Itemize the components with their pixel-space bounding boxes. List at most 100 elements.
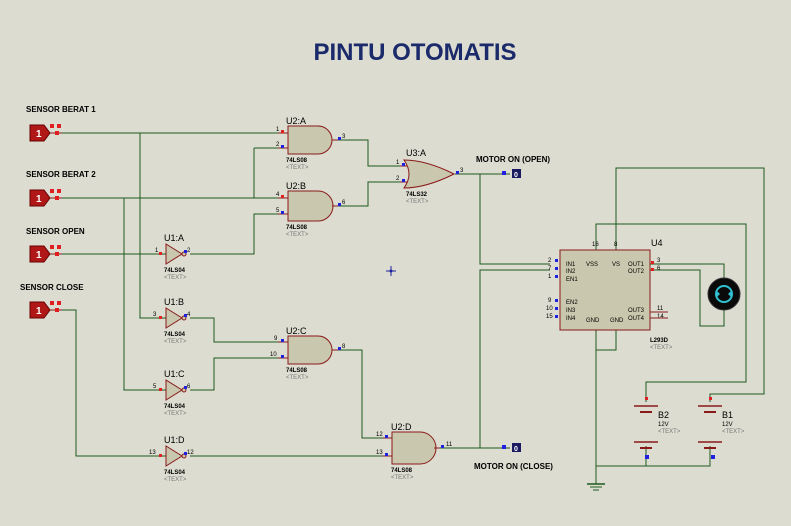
pin-label: OUT4 [628,316,645,322]
text-placeholder: <TEXT> [406,199,429,205]
gate-name: U1:D [164,435,185,445]
output-motor-close[interactable]: MOTOR ON (CLOSE) 0 [474,443,553,471]
pin-number: 1 [396,160,400,166]
gate-u2d[interactable]: U2:D 12 13 11 74LS08 <TEXT> [376,422,453,481]
pin-number: 12 [376,432,383,438]
pin-number: 3 [153,312,157,318]
pin-number: 7 [548,266,552,272]
input-sensor-berat-1[interactable]: SENSOR BERAT 1 1 [26,105,96,142]
input-sensor-close[interactable]: SENSOR CLOSE 1 [20,283,84,319]
gate-name: U1:A [164,233,184,243]
gate-u1b[interactable]: U1:B 3 4 74LS04 <TEXT> [153,297,191,345]
pin-number: 16 [592,242,599,248]
pin-number: 6 [657,266,661,272]
input-label: SENSOR BERAT 1 [26,105,96,114]
text-placeholder: <TEXT> [391,475,414,481]
pin-number: 3 [342,134,346,140]
pin-number: 1 [276,127,280,133]
pin-number: 14 [657,314,664,320]
gate-u3a[interactable]: U3:A 1 2 3 74LS32 <TEXT> [396,148,464,205]
part-number: 74LS08 [286,158,308,164]
part-number: 74LS08 [391,468,413,474]
pin-number: 9 [548,298,552,304]
driver-u4[interactable]: U4 16 8 IN1 IN2 EN1 EN2 IN3 IN4 2 7 1 9 … [546,238,673,351]
pin-number: 5 [153,384,157,390]
wires [62,132,765,484]
dc-motor[interactable] [707,277,741,311]
part-number: 74LS08 [286,368,308,374]
gate-name: U2:C [286,326,307,336]
output-value: 0 [514,446,518,453]
pin-label: GND [586,318,600,324]
input-value: 1 [36,250,42,261]
gate-u1a[interactable]: U1:A 1 2 74LS04 <TEXT> [155,233,191,281]
gate-u1c[interactable]: U1:C 5 6 74LS04 <TEXT> [153,369,191,417]
input-sensor-berat-2[interactable]: SENSOR BERAT 2 1 [26,170,96,207]
output-label: MOTOR ON (OPEN) [476,155,550,164]
input-sensor-open[interactable]: SENSOR OPEN 1 [26,227,85,263]
gate-u2b[interactable]: U2:B 4 5 6 74LS08 <TEXT> [276,181,346,238]
pin-label: IN1 [566,262,576,268]
part-number: 74LS04 [164,470,186,476]
battery-voltage: 12V [722,422,733,428]
gate-u1d[interactable]: U1:D 13 12 74LS04 <TEXT> [149,435,194,483]
pin-number: 11 [657,306,664,312]
ground-symbol [587,483,605,491]
input-value: 1 [36,306,42,317]
text-placeholder: <TEXT> [286,165,309,171]
gate-u2c[interactable]: U2:C 9 10 8 74LS08 <TEXT> [270,326,346,381]
gate-name: U2:A [286,116,306,126]
battery-b1[interactable]: B1 12V <TEXT> [698,397,745,459]
pin-label: OUT1 [628,262,645,268]
part-number: 74LS08 [286,225,308,231]
input-label: SENSOR CLOSE [20,283,84,292]
pin-number: 11 [446,442,453,448]
output-motor-open[interactable]: MOTOR ON (OPEN) 0 [476,155,550,179]
pin-number: 2 [187,248,191,254]
pin-number: 1 [155,248,159,254]
text-placeholder: <TEXT> [286,232,309,238]
pin-number: 5 [276,208,280,214]
pin-label: VS [612,262,620,268]
part-number: 74LS04 [164,404,186,410]
pin-number: 4 [276,192,280,198]
pin-number: 13 [376,450,383,456]
origin-marker-icon [386,266,396,276]
output-label: MOTOR ON (CLOSE) [474,462,553,471]
pin-number: 8 [614,242,618,248]
pin-label: OUT3 [628,308,645,314]
battery-name: B2 [658,410,669,420]
part-number: 74LS32 [406,192,428,198]
part-number: 74LS04 [164,332,186,338]
pin-number: 3 [460,168,464,174]
text-placeholder: <TEXT> [164,339,187,345]
text-placeholder: <TEXT> [722,429,745,435]
part-number: 74LS04 [164,268,186,274]
page-title: PINTU OTOMATIS [313,39,516,66]
text-placeholder: <TEXT> [164,411,187,417]
pin-number: 10 [270,352,277,358]
battery-b2[interactable]: B2 12V <TEXT> [634,397,681,459]
text-placeholder: <TEXT> [164,477,187,483]
pin-label: EN1 [566,277,578,283]
gate-u2a[interactable]: U2:A 1 2 3 74LS08 <TEXT> [276,116,346,171]
pin-label: IN4 [566,316,576,322]
battery-voltage: 12V [658,422,669,428]
pin-label: IN3 [566,308,576,314]
input-value: 1 [36,129,42,140]
pin-label: VSS [586,262,598,268]
gate-name: U2:B [286,181,306,191]
input-value: 1 [36,194,42,205]
pin-label: OUT2 [628,269,645,275]
pin-number: 3 [657,258,661,264]
pin-number: 15 [546,314,553,320]
pin-label: GND [610,318,624,324]
input-label: SENSOR OPEN [26,227,85,236]
pin-number: 13 [149,450,156,456]
gate-name: U1:B [164,297,184,307]
pin-number: 6 [342,200,346,206]
pin-number: 2 [396,176,400,182]
driver-name: U4 [651,238,663,248]
battery-name: B1 [722,410,733,420]
